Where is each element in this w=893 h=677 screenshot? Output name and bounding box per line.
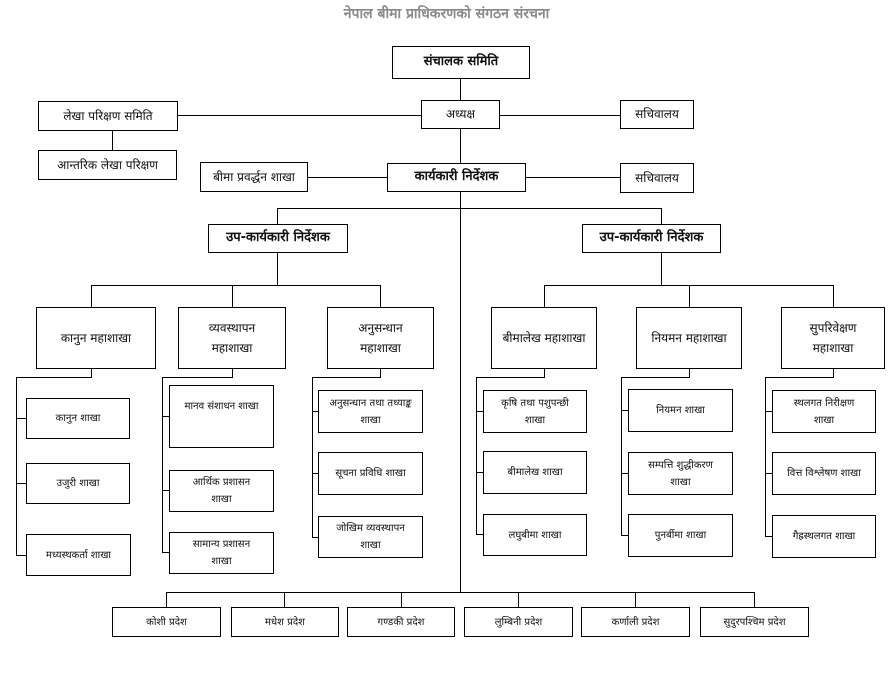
- deputy-ed-right-box: उप-कार्यकारी निर्देशक: [582, 224, 721, 253]
- section-box-3-3: जोखिम व्यवस्थापन शाखा: [318, 516, 423, 558]
- province-box-4: लुम्बिनी प्रदेश: [464, 607, 573, 637]
- province-box-2: मधेश प्रदेश: [231, 607, 339, 637]
- section-box-1-3: मध्यस्थकर्ता शाखा: [26, 534, 131, 576]
- connector-div2-bracket: [162, 369, 233, 553]
- chair-box: अध्यक्ष: [421, 100, 500, 129]
- connector-div6-bracket: [765, 369, 834, 537]
- division-box-6: सुपरिवेक्षण महाशाखा: [781, 307, 885, 369]
- division-box-2: व्यवस्थापन महाशाखा: [178, 307, 286, 369]
- audit-committee-box: लेखा परिक्षण समिति: [38, 101, 178, 131]
- secretariat-ed-box: सचिवालय: [620, 163, 694, 193]
- section-box-6-3: गैह्रस्थलगत शाखा: [772, 515, 876, 558]
- secretariat-chair-box: सचिवालय: [620, 100, 694, 129]
- chart-title: नेपाल बीमा प्राधिकरणको संगठन संरचना: [343, 6, 550, 22]
- insurance-promotion-box: बीमा प्रवर्द्धन शाखा: [200, 162, 308, 192]
- section-box-5-2: सम्पत्ति शुद्धीकरण शाखा: [628, 452, 733, 495]
- province-box-3: गण्डकी प्रदेश: [347, 607, 455, 637]
- board-box: संचालक समिति: [392, 46, 530, 79]
- province-box-1: कोशी प्रदेश: [112, 607, 221, 637]
- division-box-3: अनुसन्धान महाशाखा: [327, 307, 434, 369]
- section-box-3-2: सूचना प्रविधि शाखा: [318, 452, 423, 495]
- section-box-4-2: बीमालेख शाखा: [483, 451, 587, 494]
- section-box-2-2: आर्थिक प्रशासन शाखा: [169, 470, 274, 512]
- deputy-ed-left-box: उप-कार्यकारी निर्देशक: [208, 224, 348, 253]
- division-box-5: नियमन महाशाखा: [636, 307, 742, 369]
- division-box-4: बीमालेख महाशाखा: [491, 307, 597, 369]
- connector-div3-bracket: [312, 369, 381, 538]
- connector-div5-bracket: [621, 369, 690, 536]
- connector-div1-bracket: [16, 369, 92, 556]
- section-box-4-3: लघुबीमा शाखा: [483, 514, 587, 556]
- section-box-4-1: कृषि तथा पशुपन्छी शाखा: [483, 390, 587, 433]
- executive-director-box: कार्यकारी निर्देशक: [387, 163, 526, 192]
- connector-div4-bracket: [476, 369, 545, 535]
- section-box-1-1: कानुन शाखा: [26, 398, 130, 439]
- section-box-6-2: वित्त विश्लेषण शाखा: [772, 452, 876, 495]
- section-box-2-3: सामान्य प्रशासन शाखा: [169, 532, 274, 574]
- section-box-5-1: नियमन शाखा: [628, 389, 733, 432]
- province-box-5: कर्णाली प्रदेश: [581, 607, 690, 637]
- section-box-5-3: पुनर्बीमा शाखा: [628, 514, 733, 557]
- section-box-3-1: अनुसन्धान तथा तथ्याङ्क शाखा: [318, 390, 423, 433]
- section-box-6-1: स्थलगत निरीक्षण शाखा: [772, 390, 876, 433]
- section-box-2-1: मानव संशाधन शाखा: [169, 385, 274, 448]
- division-box-1: कानुन महाशाखा: [36, 307, 156, 369]
- internal-audit-box: आन्तरिक लेखा परिक्षण: [38, 150, 177, 180]
- province-box-6: सुदुरपश्चिम प्रदेश: [700, 607, 809, 637]
- section-box-1-2: उजुरी शाखा: [26, 463, 130, 504]
